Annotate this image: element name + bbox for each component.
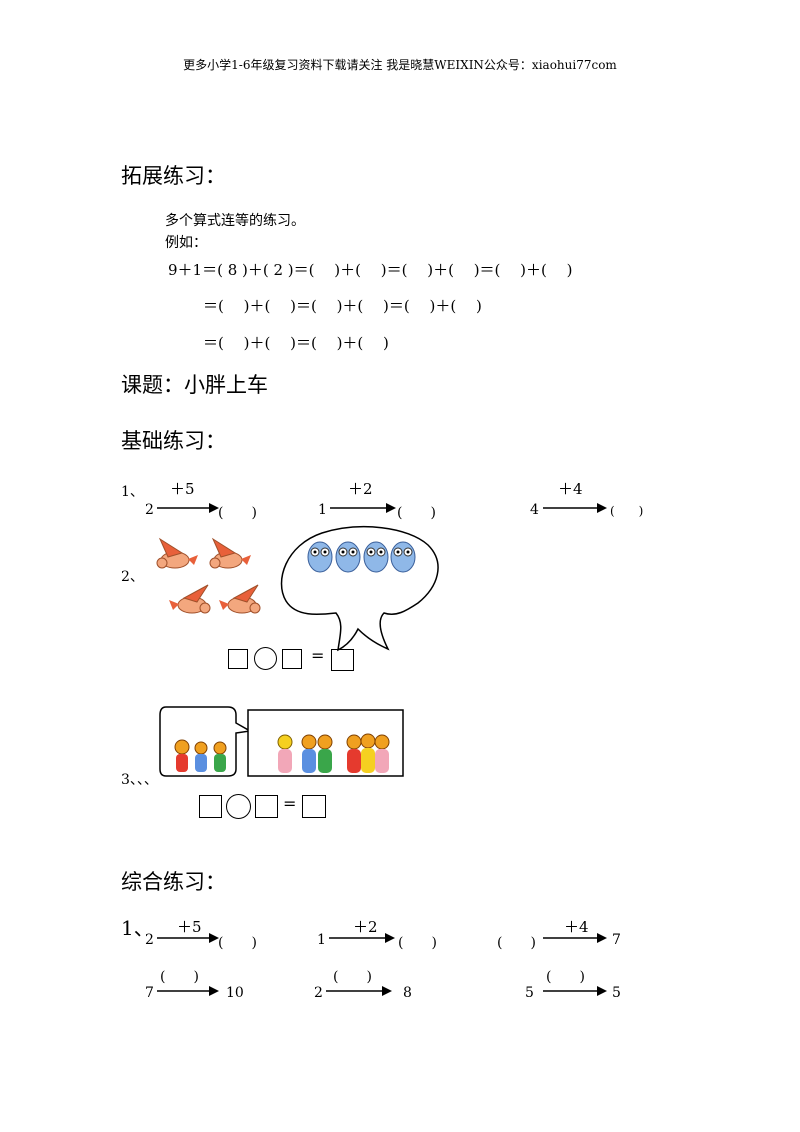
answer-blank[interactable]: ( )	[497, 935, 536, 951]
comprehensive-heading: 综合练习：	[121, 870, 226, 894]
end-number: 8	[403, 985, 412, 1001]
peg-person-icon	[374, 734, 390, 773]
owl-icon	[335, 541, 361, 573]
arrow-icon	[543, 986, 607, 996]
operator-label: ＋2	[353, 918, 378, 936]
arrow-icon	[543, 933, 607, 943]
operator-label: ＋4	[564, 918, 589, 936]
arrow-icon	[157, 503, 219, 513]
arrow-icon	[330, 503, 396, 513]
peg-person-icon	[174, 739, 190, 772]
answer-box[interactable]	[199, 795, 222, 818]
bird-icon	[209, 537, 251, 569]
operator-label: ＋2	[348, 480, 373, 498]
operator-label: ＋5	[177, 918, 202, 936]
peg-person-icon	[301, 734, 317, 773]
owl-icon	[390, 541, 416, 573]
peg-person-icon	[317, 734, 333, 773]
equals-sign: =	[283, 794, 297, 813]
answer-box[interactable]	[228, 649, 248, 669]
end-number: 7	[612, 932, 621, 948]
lesson-title: 课题：小胖上车	[121, 373, 268, 397]
operator-blank[interactable]: ( )	[333, 969, 372, 985]
equation-line-1: 9＋1＝( 8 )＋( 2 )＝( )＋( )＝( )＋( )＝( )＋( )	[168, 261, 573, 279]
basic-q1-number: 1、	[121, 484, 144, 500]
arrow-icon	[543, 503, 607, 513]
answer-box[interactable]	[282, 649, 302, 669]
arrow-icon	[157, 933, 219, 943]
peg-person-icon	[194, 741, 208, 772]
operator-label: ＋5	[170, 480, 195, 498]
operator-label: ＋4	[558, 480, 583, 498]
basic-q2-number: 2、	[121, 569, 144, 585]
equation-line-2: ＝( )＋( )＝( )＋( )＝( )＋( )	[203, 297, 482, 315]
bird-icon	[156, 537, 198, 569]
answer-box[interactable]	[302, 795, 326, 818]
basic-heading: 基础练习：	[121, 429, 226, 453]
start-number: 2	[145, 502, 154, 518]
extension-heading: 拓展练习：	[121, 164, 226, 188]
answer-blank[interactable]: ( )	[218, 505, 257, 521]
peg-person-icon	[213, 741, 227, 772]
answer-blank[interactable]: ( )	[218, 935, 257, 951]
bird-icon	[219, 584, 261, 614]
birds-illustration	[156, 537, 261, 614]
answer-box[interactable]	[255, 795, 278, 818]
peg-person-icon	[346, 734, 362, 773]
answer-blank[interactable]: ( )	[610, 504, 644, 518]
end-number: 5	[612, 985, 621, 1001]
peg-person-icon	[277, 734, 293, 773]
bus-illustration	[159, 706, 404, 777]
start-number: 1	[318, 502, 327, 518]
peg-person-icon	[360, 733, 376, 773]
bird-icon	[169, 584, 211, 614]
equals-sign: =	[311, 646, 325, 665]
start-number: 7	[145, 985, 154, 1001]
example-label: 例如：	[165, 235, 207, 251]
owl-icon	[307, 541, 333, 573]
comprehensive-q1-number: 1、	[121, 916, 154, 940]
operator-circle[interactable]	[254, 647, 277, 670]
arrow-icon	[157, 986, 219, 996]
answer-blank[interactable]: ( )	[397, 505, 436, 521]
start-number: 1	[317, 932, 326, 948]
thought-bubble	[280, 526, 439, 652]
start-number: 4	[530, 502, 539, 518]
start-number: 2	[145, 932, 154, 948]
operator-blank[interactable]: ( )	[160, 969, 199, 985]
start-number: 5	[525, 985, 534, 1001]
operator-circle[interactable]	[226, 794, 251, 819]
equation-line-3: ＝( )＋( )＝( )＋( )	[203, 334, 389, 352]
page-header: 更多小学1-6年级复习资料下载请关注 我是晓慧WEIXIN公众号：xiaohui…	[183, 58, 617, 72]
owl-icon	[363, 541, 389, 573]
arrow-icon	[326, 986, 392, 996]
extension-intro: 多个算式连等的练习。	[165, 213, 305, 229]
answer-blank[interactable]: ( )	[398, 935, 437, 951]
arrow-icon	[329, 933, 395, 943]
start-number: 2	[314, 985, 323, 1001]
basic-q3-number: 3、、、	[121, 772, 158, 788]
end-number: 10	[226, 985, 244, 1001]
operator-blank[interactable]: ( )	[546, 969, 585, 985]
answer-box[interactable]	[331, 649, 354, 671]
